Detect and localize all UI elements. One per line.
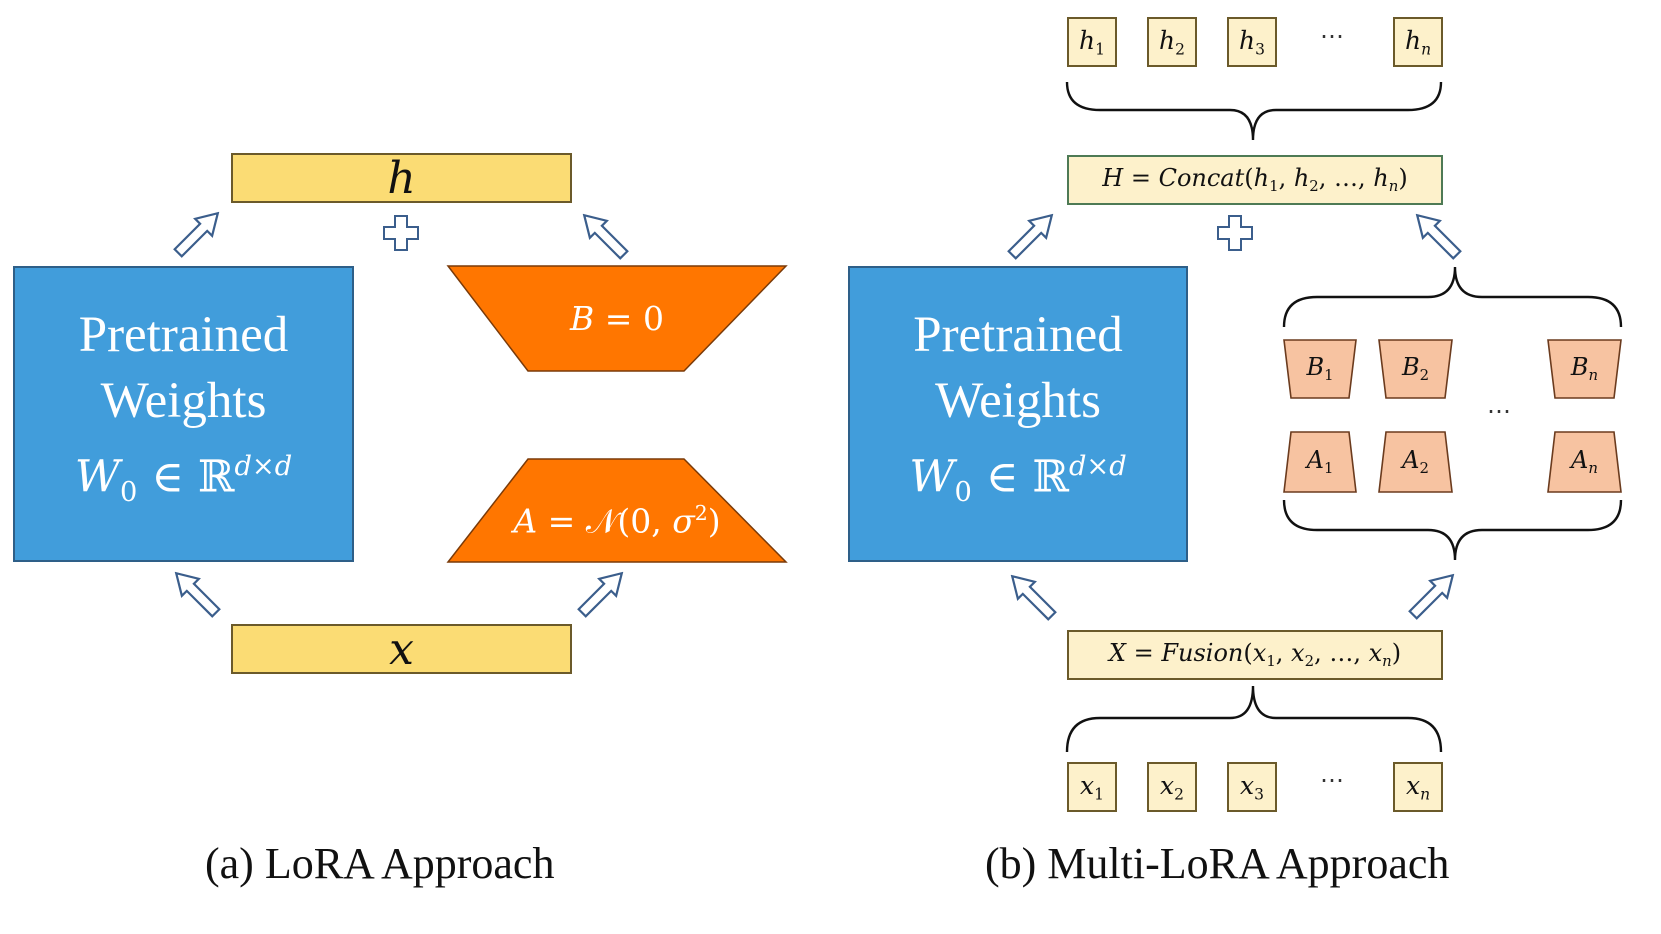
- arrow-icon: [168, 203, 228, 263]
- caption-b: (b) Multi-LoRA Approach: [985, 839, 1450, 888]
- output-element-box: h2: [1147, 17, 1197, 67]
- pretrained-weights-block: Pretrained Weights W0 ∈ ℝd×d: [13, 266, 354, 562]
- output-element-box: hn: [1393, 17, 1443, 67]
- brace-outputs: [1065, 81, 1443, 141]
- plus-icon: [383, 215, 419, 251]
- fusion-box: X = Fusion(x1, x2, …, xn): [1067, 630, 1443, 680]
- arrow-icon: [1002, 566, 1062, 626]
- pretrained-line2: Weights: [100, 373, 267, 430]
- matrix-a-shape: [446, 458, 788, 563]
- output-element-box: h1: [1067, 17, 1117, 67]
- input-element-box: x1: [1067, 762, 1117, 812]
- b-module-shape: [1378, 339, 1453, 399]
- output-element-box: h3: [1227, 17, 1277, 67]
- pretrained-line2: Weights: [935, 373, 1101, 430]
- input-element-box: x3: [1227, 762, 1277, 812]
- arrow-icon: [1403, 565, 1463, 625]
- a-module-label: A2: [1402, 446, 1429, 478]
- output-ellipsis: ⋯: [1320, 24, 1344, 50]
- brace-a-modules: [1282, 499, 1623, 561]
- a-module-shape: [1547, 431, 1622, 493]
- arrow-icon: [574, 205, 634, 265]
- b-module-shape: [1547, 339, 1622, 399]
- concat-box: H = Concat(h1, h2, …, hn): [1067, 155, 1443, 205]
- b-module-label: B1: [1306, 353, 1334, 385]
- matrix-b-label: B = 0: [570, 299, 664, 338]
- module-ellipsis: ⋯: [1487, 399, 1511, 425]
- a-module-shape: [1283, 431, 1357, 493]
- arrow-icon: [166, 563, 226, 623]
- a-module-label: An: [1571, 446, 1598, 478]
- output-h-label: h: [387, 152, 416, 204]
- caption-a: (a) LoRA Approach: [205, 839, 555, 888]
- pretrained-line1: Pretrained: [913, 307, 1123, 364]
- plus-icon: [1217, 215, 1253, 251]
- input-element-box: xn: [1393, 762, 1443, 812]
- matrix-b-shape: [446, 265, 788, 372]
- b-module-label: B2: [1401, 353, 1430, 385]
- input-x-label: x: [389, 623, 414, 675]
- matrix-a-label: A = 𝒩(0, σ2): [513, 500, 721, 541]
- input-ellipsis: ⋯: [1320, 768, 1344, 794]
- arrow-icon: [1002, 205, 1062, 265]
- b-module-shape: [1283, 339, 1357, 399]
- input-element-box: x2: [1147, 762, 1197, 812]
- brace-inputs: [1065, 685, 1443, 753]
- brace-b-modules: [1282, 266, 1623, 328]
- arrow-icon: [1407, 205, 1467, 265]
- pretrained-formula: W0 ∈ ℝd×d: [74, 451, 293, 508]
- arrow-icon: [572, 563, 632, 623]
- a-module-shape: [1378, 431, 1453, 493]
- a-module-label: A1: [1306, 446, 1334, 478]
- output-h-box: h: [231, 152, 572, 204]
- pretrained-formula: W0 ∈ ℝd×d: [909, 451, 1127, 508]
- b-module-label: Bn: [1570, 353, 1599, 385]
- pretrained-line1: Pretrained: [78, 307, 289, 364]
- input-x-box: x: [231, 623, 572, 675]
- pretrained-weights-block: Pretrained Weights W0 ∈ ℝd×d: [848, 266, 1188, 562]
